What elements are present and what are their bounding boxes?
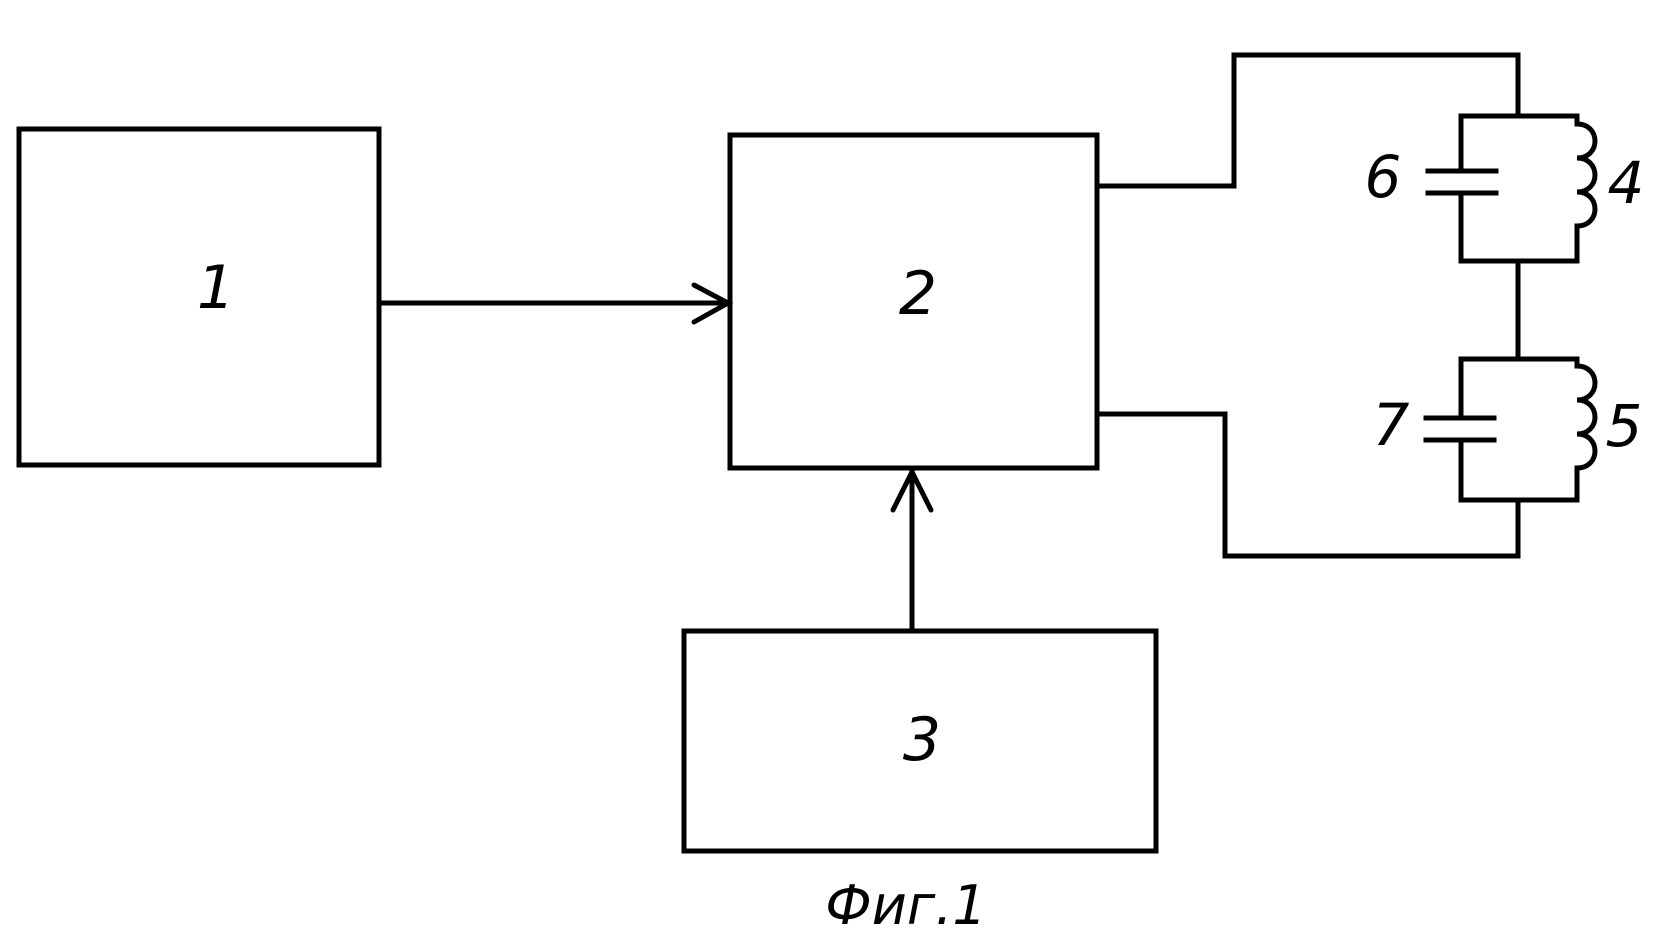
upper-output-wire: [1097, 55, 1518, 186]
inductor-upper-symbol: [1577, 124, 1595, 226]
block-3-label: 3: [903, 705, 941, 775]
capacitor-lower-label: 7: [1373, 391, 1410, 459]
capacitor-upper-label: 6: [1365, 143, 1402, 211]
capacitor-upper-symbol: [1428, 171, 1496, 193]
lower-tank-circuit: [1461, 359, 1577, 500]
inductor-lower-label: 5: [1606, 392, 1643, 460]
inductor-upper-label: 4: [1608, 149, 1645, 217]
inductor-lower-symbol: [1577, 366, 1595, 468]
block-2-label: 2: [899, 259, 937, 329]
lower-output-wire: [1097, 414, 1518, 556]
figure-caption: Фиг.1: [825, 874, 986, 937]
block-1-label: 1: [197, 253, 235, 323]
upper-tank-circuit: [1461, 116, 1577, 261]
capacitor-lower-symbol: [1426, 418, 1494, 440]
